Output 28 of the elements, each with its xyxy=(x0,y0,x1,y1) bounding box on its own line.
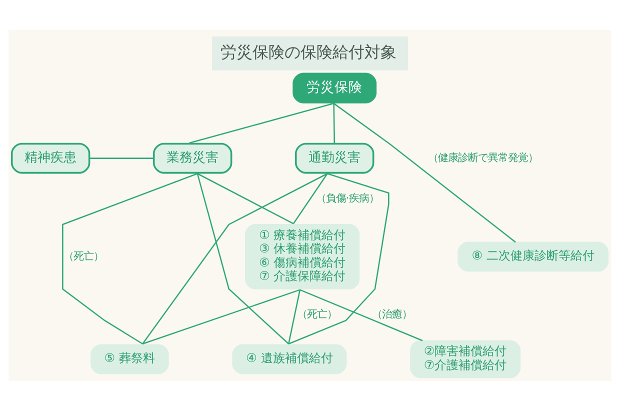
edge-label: （健康診断で異常発覚） xyxy=(428,152,538,164)
diagram-title: 労災保険の保険給付対象 xyxy=(220,42,396,61)
connector xyxy=(333,102,336,144)
node-box: ②障害補償給付 ⑦介護補償給付 xyxy=(410,340,521,378)
node-box: 労災保険 xyxy=(292,72,377,103)
connector xyxy=(292,172,328,224)
edge-label: （負傷·疾病） xyxy=(316,192,380,204)
connector xyxy=(196,172,290,344)
connector xyxy=(89,157,154,158)
edge-label: （死亡） xyxy=(64,250,104,262)
node-box: ⑧ 二次健康診断等給付 xyxy=(458,241,609,272)
connector xyxy=(189,102,334,144)
connector xyxy=(288,289,301,344)
connector xyxy=(142,172,328,344)
connector xyxy=(142,288,300,344)
node-box: 精神疾患 xyxy=(10,142,90,174)
node-box: ⑤ 葬祭料 xyxy=(90,344,169,374)
node-box: 業務災害 xyxy=(152,142,232,174)
connector xyxy=(300,288,423,341)
connector xyxy=(288,172,390,344)
connector xyxy=(333,102,516,242)
connector xyxy=(197,172,294,224)
connector xyxy=(62,172,198,344)
edge-label: （治癒） xyxy=(372,308,412,320)
node-box: ④ 遺族補償給付 xyxy=(232,344,347,374)
edge-label: （死亡） xyxy=(296,308,337,320)
node-box: ① 療養補償給付 ③ 休養補償給付 ⑥ 傷病補償給付 ⑦ 介護保障給付 xyxy=(245,224,360,289)
node-box: 通勤災害 xyxy=(295,142,374,174)
